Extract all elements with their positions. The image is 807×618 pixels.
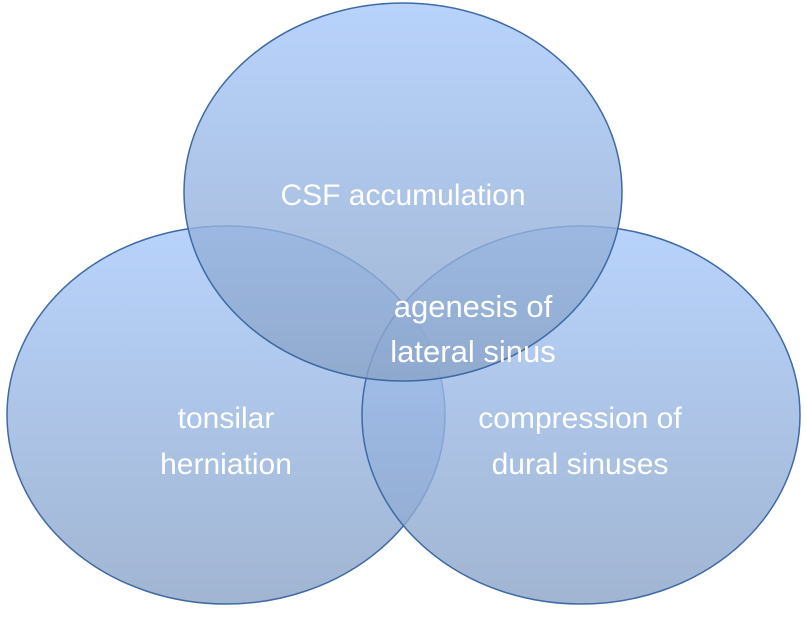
label-herniation: herniation — [160, 448, 292, 481]
label-dural-sinuses: dural sinuses — [492, 448, 669, 481]
label-lateral-sinus: lateral sinus — [390, 334, 555, 369]
label-csf-accumulation: CSF accumulation — [280, 179, 525, 212]
venn-circle-top — [183, 2, 623, 382]
label-tonsilar: tonsilar — [178, 402, 275, 435]
label-compression-of: compression of — [478, 402, 682, 435]
label-agenesis-of: agenesis of — [394, 289, 553, 324]
